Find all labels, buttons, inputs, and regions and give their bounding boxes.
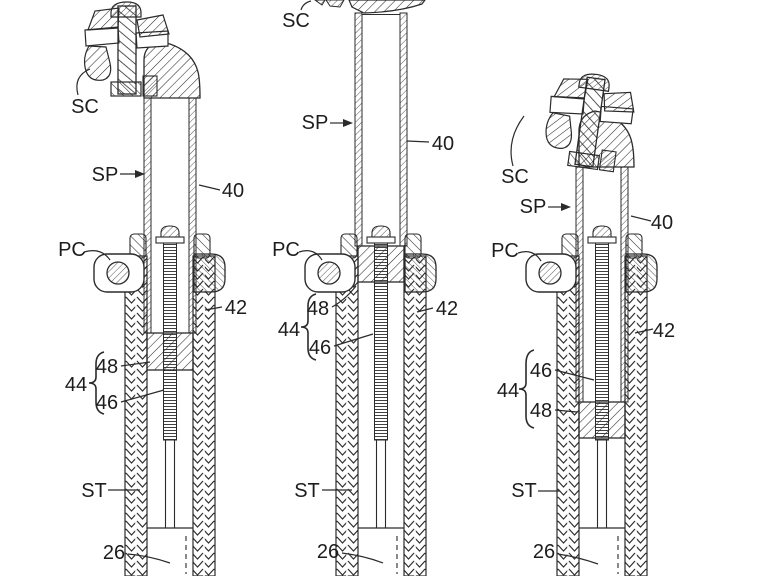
label-44: 44	[65, 374, 87, 396]
figure-middle-fully-extended: SC SP 40 PC 48 44 46 42 ST 26	[272, 0, 458, 576]
reference-labels: SC SP 40 PC 42 46 44 48 ST 26	[491, 166, 675, 563]
brace-44	[88, 351, 105, 415]
leader-lines	[76, 68, 223, 564]
label-40: 40	[651, 212, 673, 234]
label-40: 40	[432, 133, 454, 155]
leader-pc	[298, 250, 323, 261]
leader-42	[634, 328, 654, 334]
label-40: 40	[222, 180, 244, 202]
label-26: 26	[533, 541, 555, 563]
leader-46	[554, 369, 595, 381]
label-42: 42	[436, 298, 458, 320]
label-48: 48	[530, 400, 552, 422]
label-44: 44	[278, 319, 300, 341]
leader-pc	[517, 251, 542, 262]
label-46: 46	[530, 360, 552, 382]
leader-40	[406, 140, 430, 143]
label-26: 26	[103, 542, 125, 564]
leader-pc	[83, 250, 111, 261]
leader-lines	[510, 115, 654, 565]
label-st: ST	[511, 480, 537, 502]
leader-46	[120, 389, 165, 403]
leader-26	[127, 553, 171, 564]
figure-right-fully-lowered: SC SP 40 PC 42 46 44 48 ST 26	[491, 67, 675, 576]
leader-46	[333, 333, 374, 347]
label-46: 46	[96, 392, 118, 414]
label-46: 46	[309, 337, 331, 359]
brace-44	[518, 349, 535, 429]
upper-post-tube	[354, 12, 408, 247]
figure-left-partially-extended: SC SP 40 PC 42 48 44 46 ST 26	[58, 1, 247, 576]
arrowhead-sp	[343, 119, 353, 127]
outer-tube-assembly	[304, 233, 437, 576]
label-sc: SC	[501, 166, 529, 188]
label-pc: PC	[491, 240, 519, 262]
label-48: 48	[307, 298, 329, 320]
leader-42	[416, 307, 434, 313]
label-44: 44	[497, 380, 519, 402]
label-26: 26	[317, 541, 339, 563]
label-st: ST	[81, 480, 107, 502]
leader-sc	[510, 115, 525, 167]
post-head-shoulder	[143, 41, 201, 99]
label-pc: PC	[272, 239, 300, 261]
arrowhead-sp	[561, 203, 571, 211]
post-head-shoulder	[314, 0, 426, 14]
label-sp: SP	[520, 196, 547, 218]
saddle-clamp	[314, 0, 326, 6]
reference-labels: SC SP 40 PC 42 48 44 46 ST 26	[58, 96, 247, 564]
leader-26	[341, 552, 384, 564]
leader-sc	[300, 0, 312, 11]
label-42: 42	[225, 297, 247, 319]
arrowhead-sp	[135, 170, 145, 178]
leader-40	[630, 215, 652, 222]
label-sc: SC	[282, 10, 310, 32]
leader-lines	[298, 0, 434, 564]
label-48: 48	[96, 356, 118, 378]
brace-44	[300, 293, 317, 361]
leader-48	[120, 361, 151, 367]
label-sp: SP	[92, 164, 119, 186]
label-st: ST	[294, 480, 320, 502]
label-sp: SP	[302, 112, 329, 134]
reference-labels: SC SP 40 PC 48 44 46 42 ST 26	[272, 10, 458, 563]
leader-26	[557, 553, 599, 565]
leader-48	[554, 409, 578, 413]
label-pc: PC	[58, 239, 86, 261]
label-sc: SC	[71, 96, 99, 118]
leader-48	[331, 285, 357, 308]
leader-40	[198, 184, 221, 191]
leader-42	[204, 306, 223, 311]
label-42: 42	[653, 320, 675, 342]
leader-sc	[76, 68, 91, 96]
